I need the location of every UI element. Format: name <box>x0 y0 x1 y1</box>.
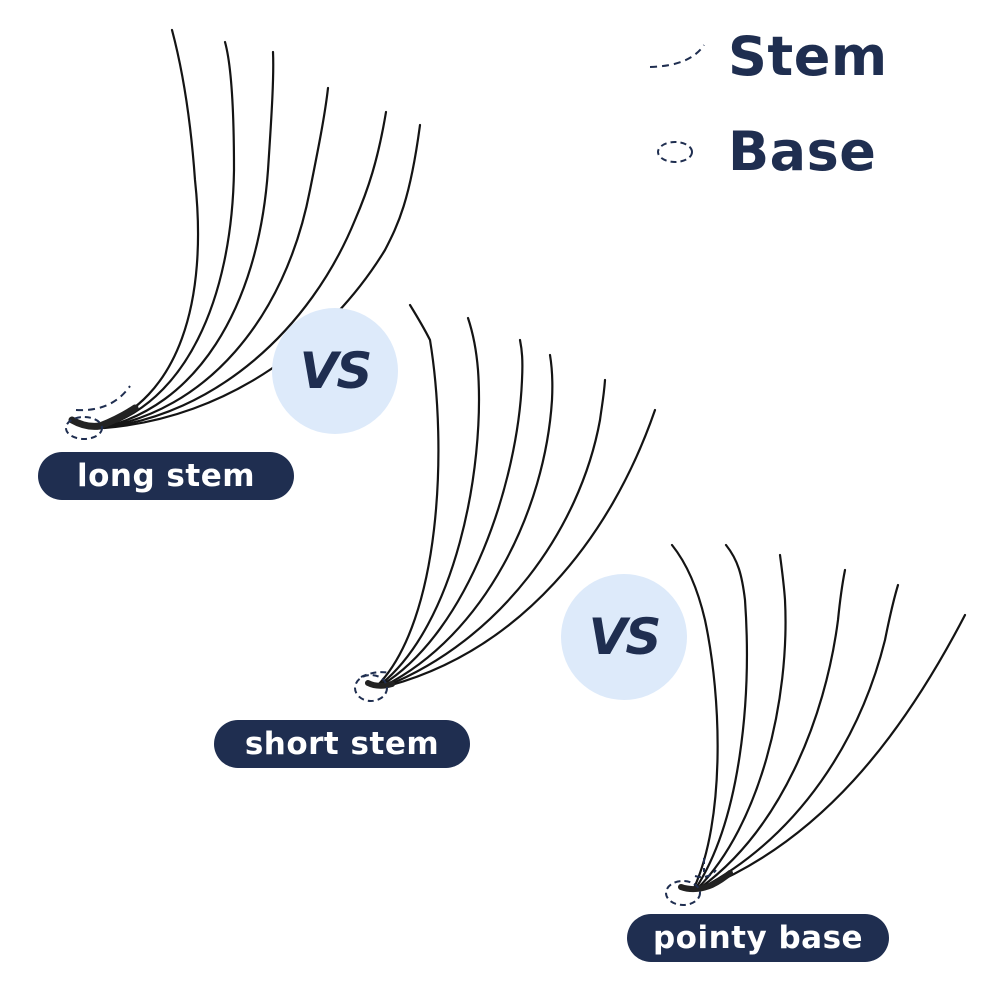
lash-fan-long-stem <box>68 28 422 430</box>
base-marker-icon <box>354 674 388 702</box>
lash-strand <box>380 338 524 687</box>
legend-stem-label: Stem <box>728 25 888 88</box>
vs-label: VS <box>588 608 662 666</box>
lash-stem <box>365 680 395 689</box>
lash-strand <box>386 408 657 688</box>
dashed-arc-icon <box>649 44 705 68</box>
dashed-ellipse-icon <box>657 141 693 163</box>
vs-badge: VS <box>561 574 687 700</box>
lash-strand <box>382 353 554 688</box>
lash-strand <box>384 378 607 688</box>
lash-fan-pointy-base <box>670 543 967 893</box>
label-long-stem: long stem <box>38 452 294 500</box>
lash-strand <box>376 303 440 687</box>
lash-strand <box>100 110 388 430</box>
lash-strand <box>696 553 787 890</box>
lash-strand <box>378 316 481 687</box>
lash-strand <box>670 543 719 890</box>
legend-base-label: Base <box>728 120 877 183</box>
lash-strand <box>694 543 748 890</box>
lash-strand <box>98 86 330 430</box>
lash-strand <box>698 568 847 890</box>
stem-marker-icon <box>75 385 131 412</box>
vs-badge: VS <box>272 308 398 434</box>
lash-strand <box>700 583 900 890</box>
label-short-stem: short stem <box>214 720 470 768</box>
lash-stem <box>68 404 139 430</box>
lash-strand <box>702 613 967 890</box>
stem-marker-icon <box>694 858 717 879</box>
vs-label: VS <box>299 342 373 400</box>
lash-strand <box>94 28 200 430</box>
lash-strand <box>102 123 422 430</box>
lash-strand <box>96 40 236 430</box>
lash-strand <box>98 50 275 430</box>
base-marker-icon <box>665 880 701 906</box>
lash-fan-short-stem <box>365 303 657 689</box>
base-marker-icon <box>65 416 103 440</box>
lash-stem <box>678 870 733 893</box>
label-pointy-base: pointy base <box>627 914 889 962</box>
